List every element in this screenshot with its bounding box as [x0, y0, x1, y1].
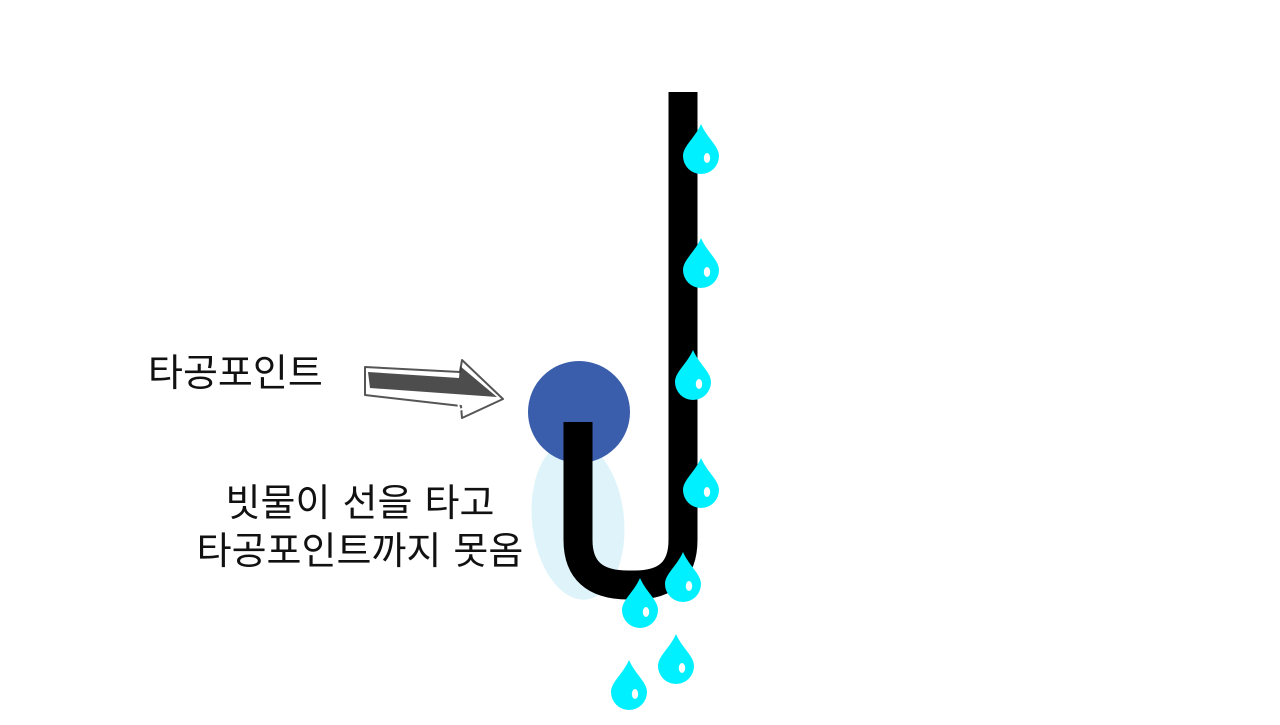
water-drop-icon	[622, 578, 658, 628]
description-line-1: 빗물이 선을 타고	[225, 481, 495, 525]
water-drop-icon	[683, 238, 719, 288]
target-point-circle	[528, 361, 630, 463]
water-drop-icon	[683, 124, 719, 174]
right-arrow-icon	[364, 359, 504, 419]
water-drop-icon	[658, 634, 694, 684]
water-drop-icon	[683, 458, 719, 508]
target-point-label: 타공포인트	[148, 351, 323, 395]
description-line-2: 타공포인트까지 못옴	[196, 528, 524, 573]
water-drop-icon	[675, 350, 711, 400]
water-drops	[611, 124, 719, 710]
water-drop-icon	[611, 660, 647, 710]
water-drop-icon	[665, 552, 701, 602]
description-label: 빗물이 선을 타고 타공포인트까지 못옴	[160, 480, 560, 575]
